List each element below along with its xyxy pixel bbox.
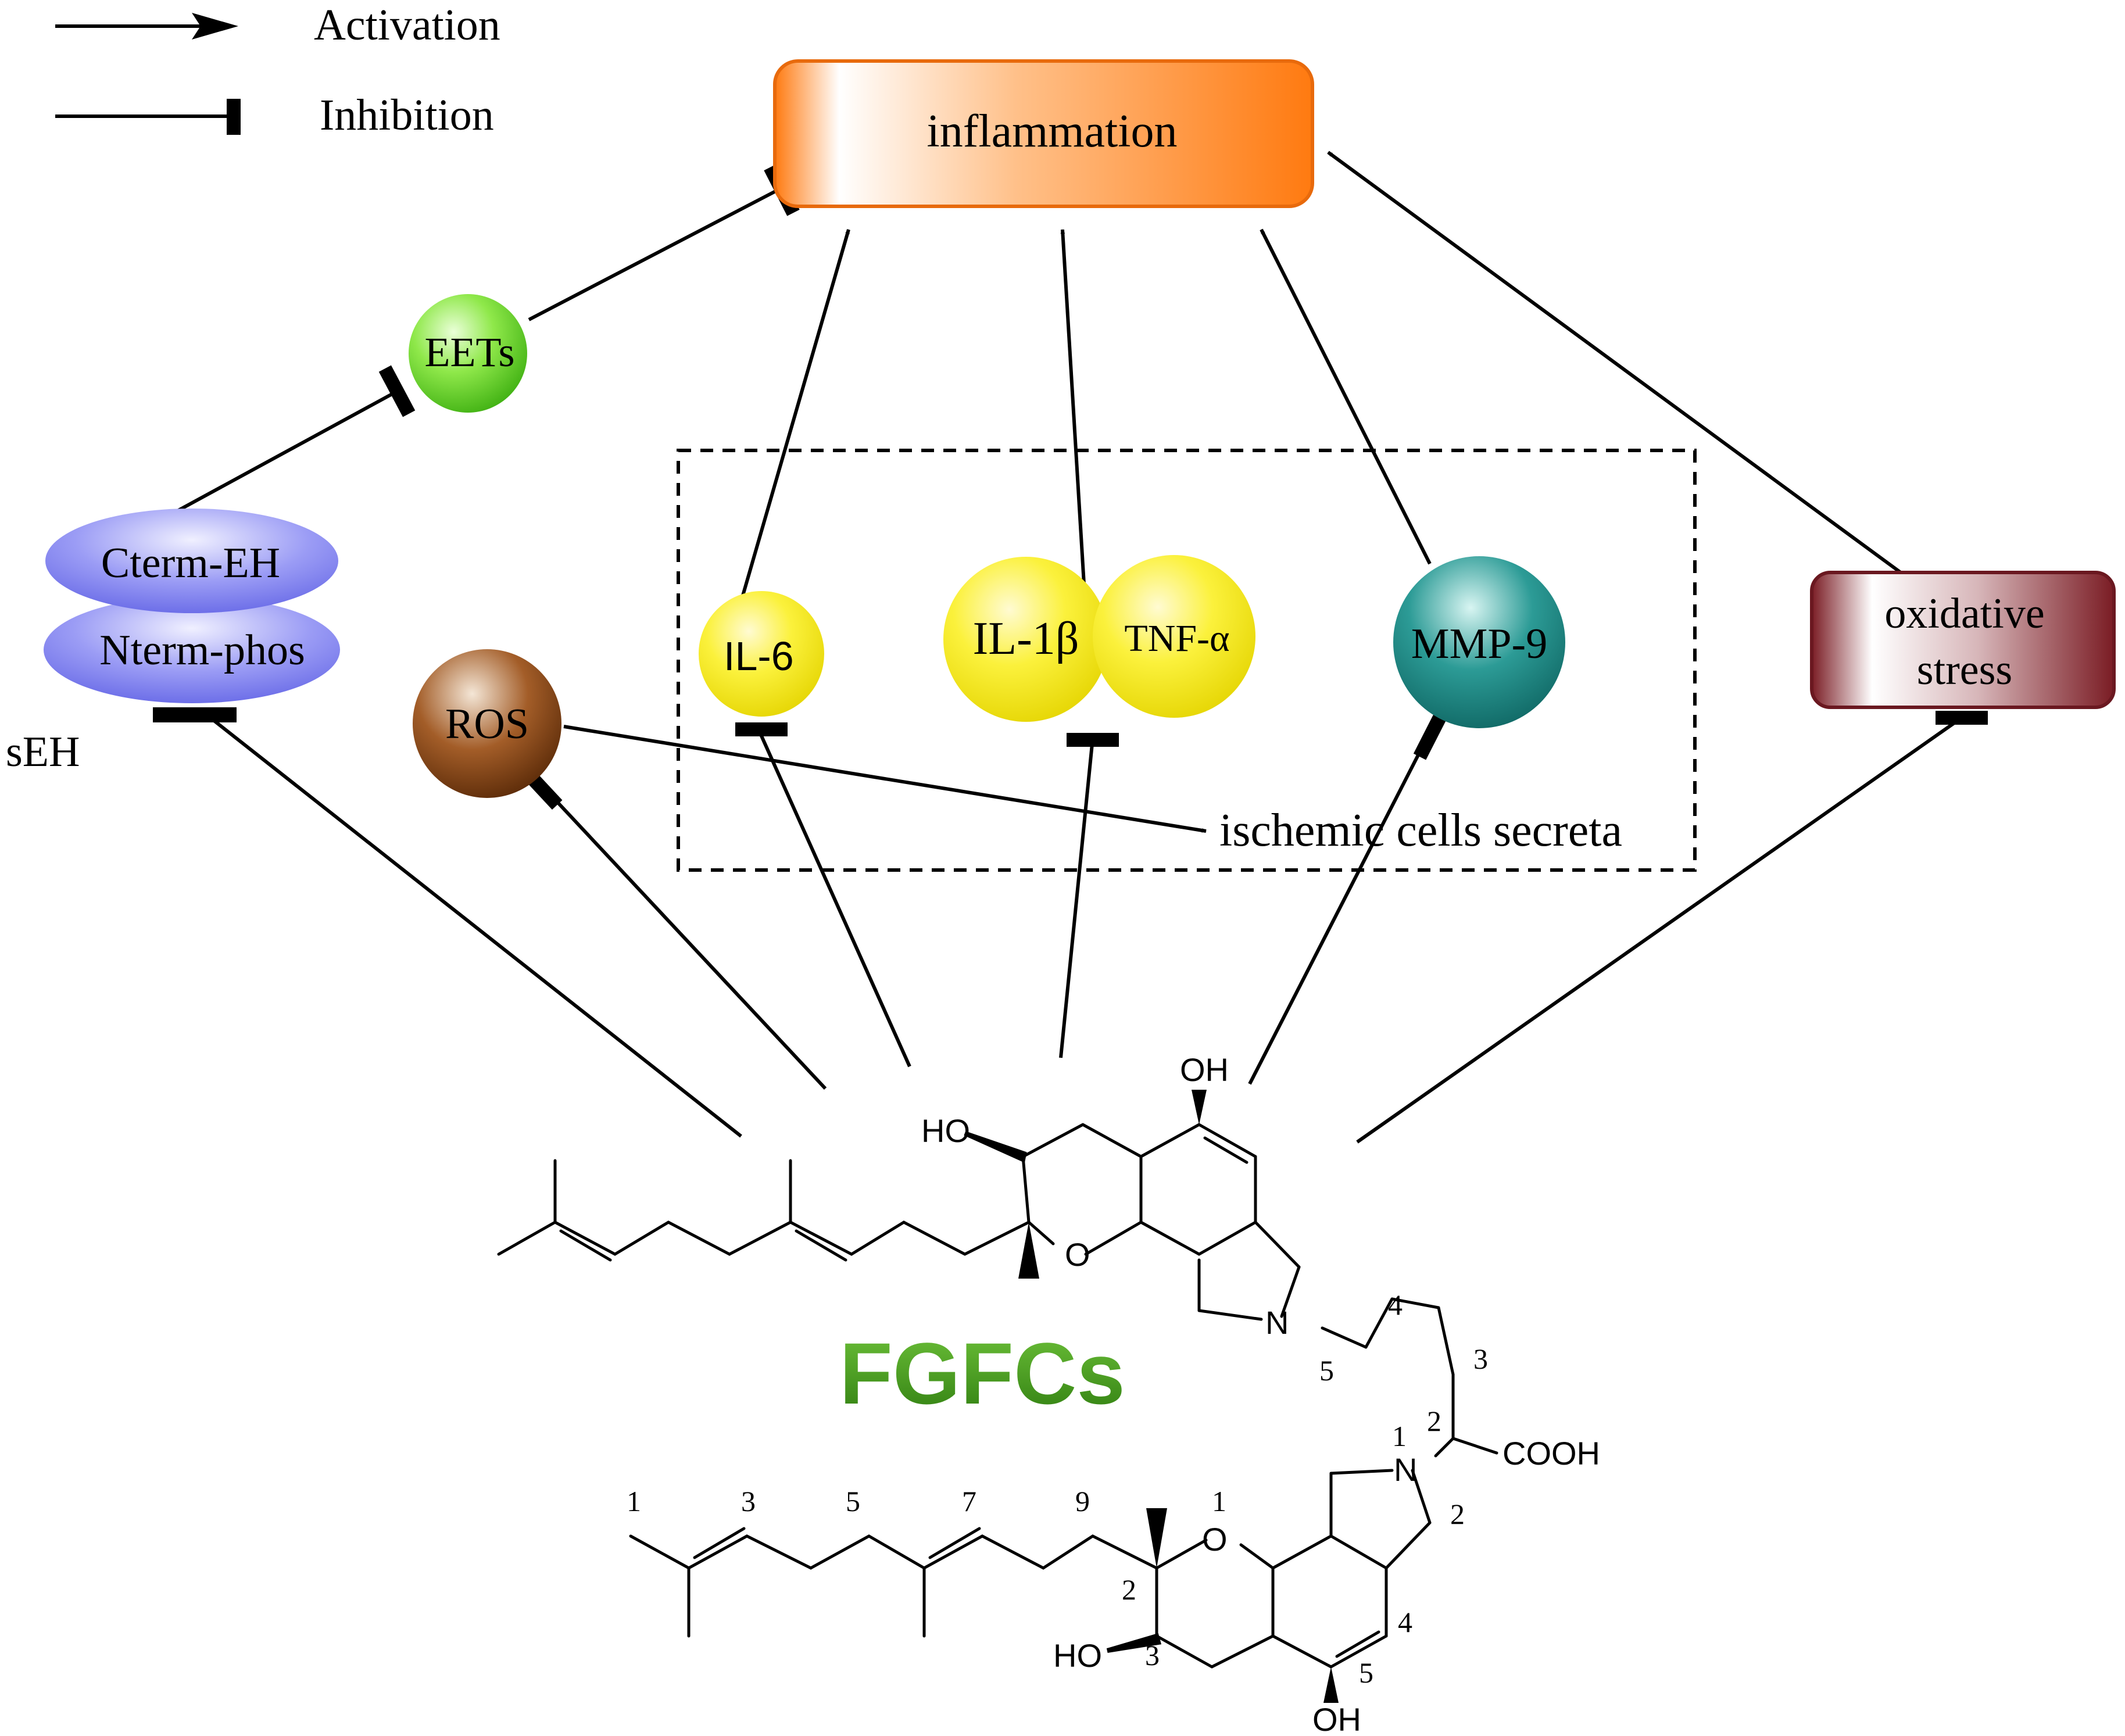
lower-num-7: 7 bbox=[962, 1485, 976, 1517]
seh-to-eets-line bbox=[164, 391, 396, 519]
lower-ho-label: HO bbox=[1053, 1637, 1102, 1674]
fgfcs-to-il1b-line bbox=[1059, 738, 1094, 1058]
inhibition-legend-bar bbox=[55, 99, 241, 135]
lower-n-ring-label: N bbox=[1394, 1451, 1417, 1488]
tnfa-node: TNF-α bbox=[1093, 555, 1255, 718]
il6-node: IL-6 bbox=[699, 591, 824, 717]
seh-inhibition-bar bbox=[153, 707, 237, 722]
connectors bbox=[164, 151, 1963, 1144]
lower-methyl-hash bbox=[1146, 1508, 1167, 1568]
fgfcs-to-seh-line bbox=[204, 712, 742, 1138]
legend: Activation Inhibition bbox=[55, 1, 500, 139]
lower-num-9: 9 bbox=[1075, 1485, 1090, 1517]
fgfcs-to-ros-line bbox=[538, 781, 827, 1090]
upper-terpenoid-chain bbox=[497, 1159, 1031, 1262]
lower-o-ring-label: O bbox=[1202, 1521, 1228, 1558]
eets-node: EETs bbox=[409, 294, 527, 413]
ros-to-ischemic-arrow bbox=[563, 725, 1207, 833]
chain-num-3: 3 bbox=[1473, 1343, 1488, 1375]
lower-terpenoid-chain bbox=[629, 1527, 1158, 1638]
ischemic-secreta-label: ischemic cells secreta bbox=[1219, 805, 1622, 856]
il6-to-inflammation-arrow bbox=[739, 229, 850, 602]
eets-to-inflammation-line bbox=[528, 187, 781, 321]
upper-ho-label: HO bbox=[921, 1112, 970, 1149]
lower-ring-num-1: 1 bbox=[1212, 1485, 1226, 1517]
seh-label: sEH bbox=[6, 728, 80, 776]
il6-label: IL-6 bbox=[724, 633, 794, 679]
inhibition-legend-label: Inhibition bbox=[320, 91, 494, 139]
mmp9-to-inflammation-arrow bbox=[1260, 228, 1432, 565]
mmp9-inhibition-bar bbox=[1413, 707, 1450, 760]
oxidative-inhibition-bar bbox=[1936, 711, 1988, 725]
lower-c2-num: 2 bbox=[1122, 1573, 1136, 1606]
il1b-to-inflammation-arrow bbox=[1060, 229, 1086, 585]
il1b-node: IL-1β bbox=[943, 557, 1108, 722]
lower-num-3: 3 bbox=[741, 1485, 756, 1517]
fgfcs-to-il6-line bbox=[757, 728, 911, 1068]
eets-label: EETs bbox=[425, 329, 515, 375]
lower-oh-label: OH bbox=[1312, 1701, 1361, 1736]
oxidative-stress-node: oxidative stress bbox=[1810, 571, 2116, 709]
chain-num-2: 2 bbox=[1427, 1405, 1441, 1437]
lower-num-5: 5 bbox=[846, 1485, 860, 1517]
mmp9-label: MMP-9 bbox=[1411, 620, 1547, 668]
lower-num-4: 4 bbox=[1398, 1606, 1412, 1638]
lower-num-5b: 5 bbox=[1359, 1656, 1373, 1689]
lower-ho-wedge bbox=[1106, 1633, 1162, 1653]
upper-ho-wedge bbox=[964, 1131, 1027, 1163]
chain-num-4: 4 bbox=[1388, 1288, 1403, 1321]
upper-o-ring-label: O bbox=[1065, 1236, 1090, 1273]
fgfcs-to-mmp9-line bbox=[1248, 731, 1432, 1085]
nterm-phos-label: Nterm-phos bbox=[99, 627, 305, 674]
lower-ring-num-2: 2 bbox=[1450, 1498, 1465, 1530]
tnfa-label: TNF-α bbox=[1124, 617, 1229, 660]
il6-inhibition-bar bbox=[735, 722, 788, 736]
oxidative-label-line1: oxidative bbox=[1884, 590, 2044, 638]
upper-ring-system bbox=[1021, 1123, 1455, 1440]
cooh-label: COOH bbox=[1502, 1435, 1600, 1472]
structure-atom-labels: OH HO O N 4 3 5 2 1 COOH N O 1 3 5 7 9 1… bbox=[627, 1051, 1600, 1736]
fgfcs-structure bbox=[497, 1090, 1498, 1703]
seh-node: Cterm-EH Nterm-phos bbox=[44, 509, 340, 703]
oxidative-label-line2: stress bbox=[1917, 646, 2012, 694]
ros-label: ROS bbox=[445, 700, 529, 748]
fgfcs-to-oxidative-line bbox=[1356, 716, 1963, 1144]
ischemic-secreta-box bbox=[677, 449, 1697, 872]
mmp9-node: MMP-9 bbox=[1393, 556, 1565, 728]
oxidative-to-inflammation-arrow bbox=[1327, 151, 1902, 574]
chain-num-5: 5 bbox=[1319, 1354, 1334, 1387]
lower-num-1: 1 bbox=[627, 1485, 641, 1517]
lower-oh-hash bbox=[1323, 1667, 1339, 1703]
lower-ring-system bbox=[1155, 1437, 1498, 1669]
lower-c3-num: 3 bbox=[1145, 1639, 1160, 1671]
upper-oh-hash bbox=[1192, 1090, 1207, 1125]
ros-node: ROS bbox=[413, 649, 561, 798]
cterm-eh-label: Cterm-EH bbox=[101, 539, 280, 587]
inflammation-label: inflammation bbox=[926, 106, 1177, 157]
seh-inhibit-bar bbox=[378, 365, 416, 417]
activation-legend-arrow bbox=[55, 13, 238, 40]
fgfcs-label: FGFCs bbox=[839, 1325, 1125, 1422]
upper-methyl-hash bbox=[1018, 1222, 1039, 1279]
inflammation-node: inflammation bbox=[773, 59, 1314, 208]
chain-num-1: 1 bbox=[1392, 1420, 1407, 1452]
activation-legend-label: Activation bbox=[314, 1, 500, 49]
il1b-inhibition-bar bbox=[1067, 733, 1119, 747]
upper-n-ring-label: N bbox=[1265, 1304, 1289, 1341]
upper-oh-top-label: OH bbox=[1180, 1051, 1229, 1088]
il1b-label: IL-1β bbox=[973, 613, 1079, 664]
